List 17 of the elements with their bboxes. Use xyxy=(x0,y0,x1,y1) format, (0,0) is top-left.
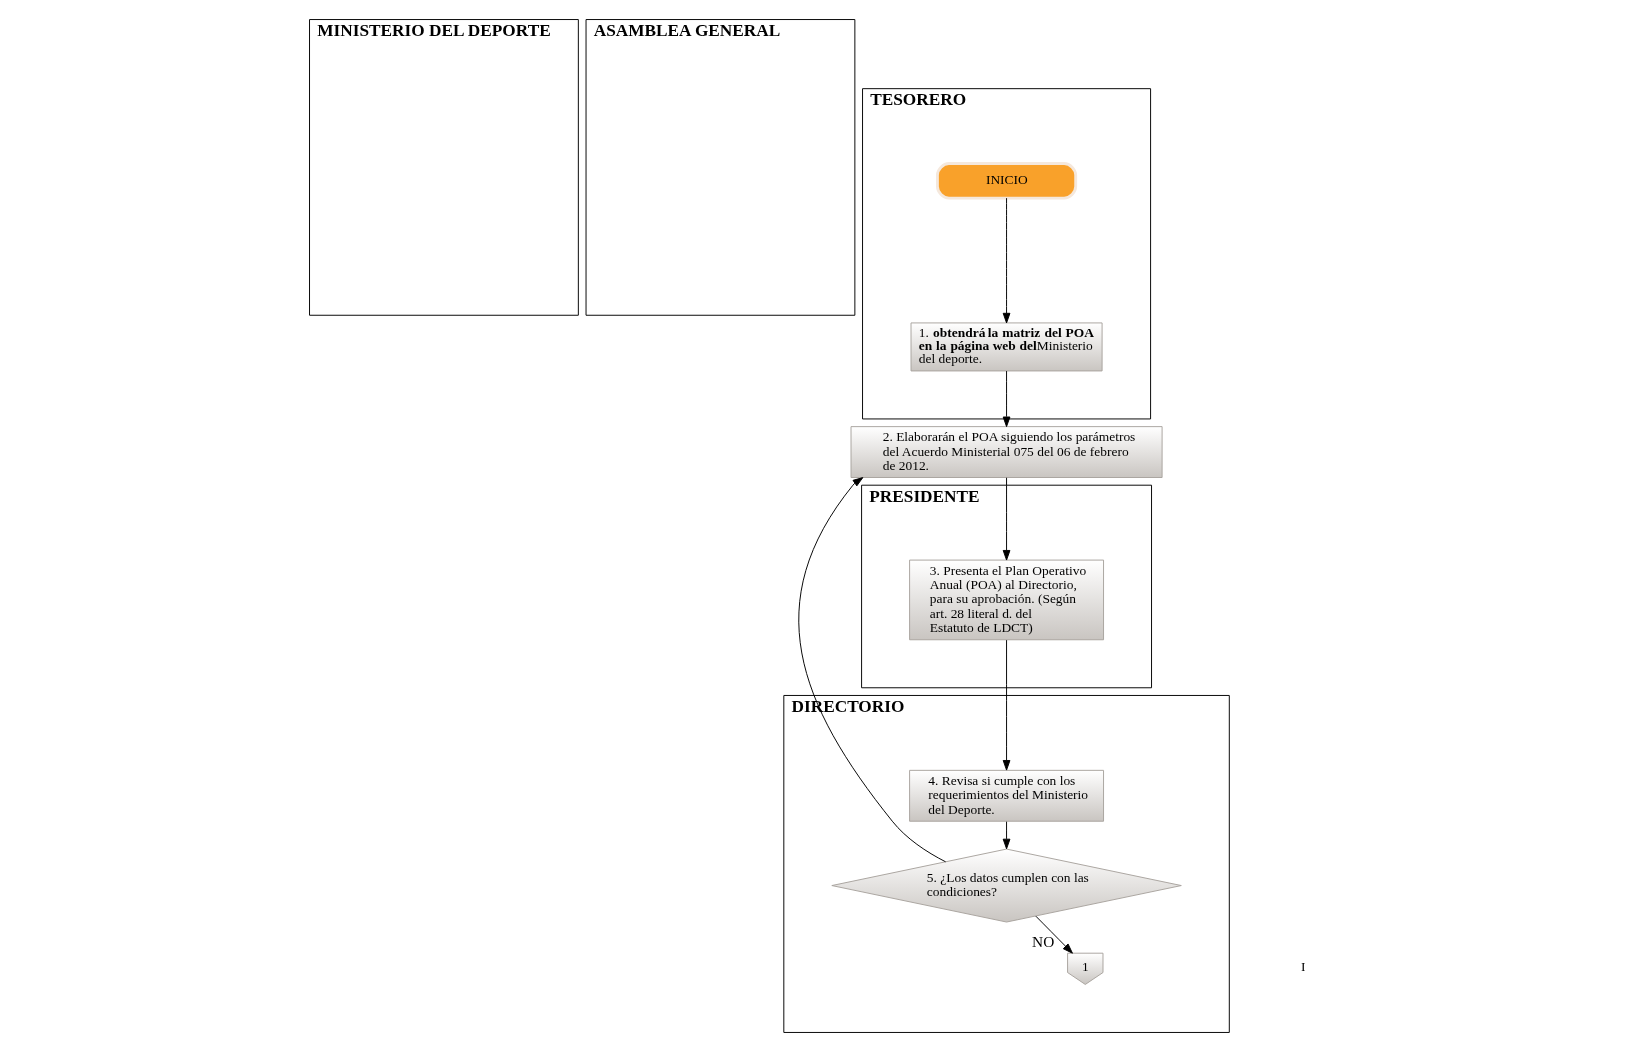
arrow xyxy=(1002,370,1010,428)
node-box: 1. obtendrá la matriz del POA en la página web delMinisterio del deporte. xyxy=(910,322,1103,372)
node-box: MINISTERIO DEL DEPORTE xyxy=(308,19,579,316)
node-box: 2. Elaborarán el POA siguiendo los parámetros del Acuerdo Ministerial 075 del 06 de febrero de 2012. xyxy=(850,426,1163,478)
node-box: 4. Revisa si cumple con los requerimientos del Ministerio del Deporte. xyxy=(908,769,1104,822)
edge-label: NO xyxy=(1031,933,1054,951)
arrow xyxy=(797,477,946,863)
label: I xyxy=(1300,958,1305,974)
node-box: ASAMBLEA GENERAL xyxy=(585,19,855,316)
arrow xyxy=(1002,197,1010,324)
node-diamond: 5. ¿Los datos cumplen con las condiciones? xyxy=(830,848,1182,923)
arrow xyxy=(1002,821,1010,850)
node-box: INICIO xyxy=(935,162,1077,200)
arrow xyxy=(1034,915,1073,954)
arrow xyxy=(1002,477,1010,561)
node-box: 3. Presenta el Plan Operativo Anual (POA) al Directorio, para su aprobación. (Según art. 28 literal d. del Estatuto de LDCT) xyxy=(908,559,1104,641)
arrow xyxy=(1002,639,1010,771)
